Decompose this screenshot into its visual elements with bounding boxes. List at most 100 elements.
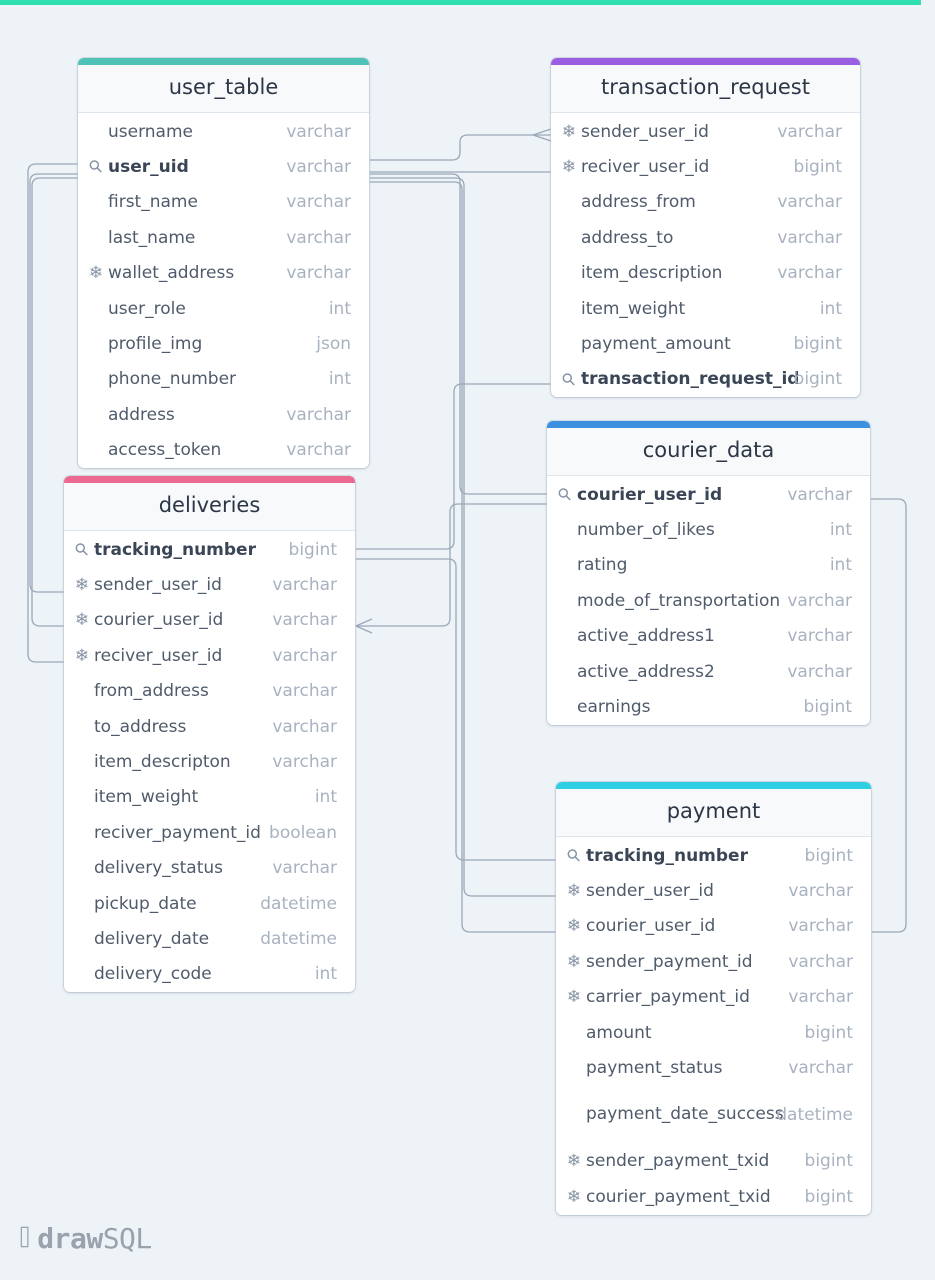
column-name: delivery_date (94, 928, 210, 949)
column-type: bigint (793, 334, 842, 355)
drawsql-logo-icon: ⌷ (18, 1226, 32, 1251)
column-type: varchar (788, 881, 853, 902)
table-header[interactable]: courier_data (547, 421, 870, 476)
column-name: username (108, 121, 193, 142)
crowfoot-tr-sender (530, 128, 552, 142)
column-type: varchar (272, 575, 337, 596)
column-row[interactable]: from_address varchar (64, 674, 355, 709)
column-name: profile_img (108, 334, 203, 355)
snowflake-icon: ❄ (561, 157, 577, 178)
column-name: sender_payment_id (586, 951, 753, 972)
snowflake-icon: ❄ (561, 121, 577, 142)
table-header[interactable]: deliveries (64, 476, 355, 531)
column-type: varchar (788, 951, 853, 972)
column-type: int (819, 298, 842, 319)
column-type: varchar (286, 157, 351, 178)
column-name: courier_user_id (586, 916, 716, 937)
column-type: varchar (286, 227, 351, 248)
column-name: rating (577, 555, 628, 576)
column-type: varchar (777, 263, 842, 284)
column-name: delivery_status (94, 858, 224, 879)
column-name: courier_payment_txid (586, 1186, 771, 1207)
column-type: varchar (777, 192, 842, 213)
column-type: varchar (272, 716, 337, 737)
column-type: varchar (777, 121, 842, 142)
column-name: first_name (108, 192, 198, 213)
column-type: bigint (804, 1022, 853, 1043)
link-del-to-payment (356, 558, 556, 861)
column-name: sender_payment_txid (586, 1151, 770, 1172)
link-courier-to-payment (871, 498, 907, 933)
column-type: varchar (272, 681, 337, 702)
top-accent-bar (0, 0, 921, 5)
snowflake-icon: ❄ (566, 1186, 582, 1207)
column-row[interactable]: username varchar (78, 114, 369, 149)
column-type: varchar (272, 752, 337, 773)
column-type: varchar (286, 121, 351, 142)
column-type: datetime (776, 1104, 853, 1125)
snowflake-icon: ❄ (566, 987, 582, 1008)
table-header[interactable]: transaction_request (551, 58, 860, 113)
table-header[interactable]: payment (556, 782, 871, 837)
column-name: from_address (94, 681, 209, 702)
column-name: transaction_request_id (581, 369, 800, 390)
table-header[interactable]: user_table (78, 58, 369, 113)
column-type: varchar (788, 916, 853, 937)
